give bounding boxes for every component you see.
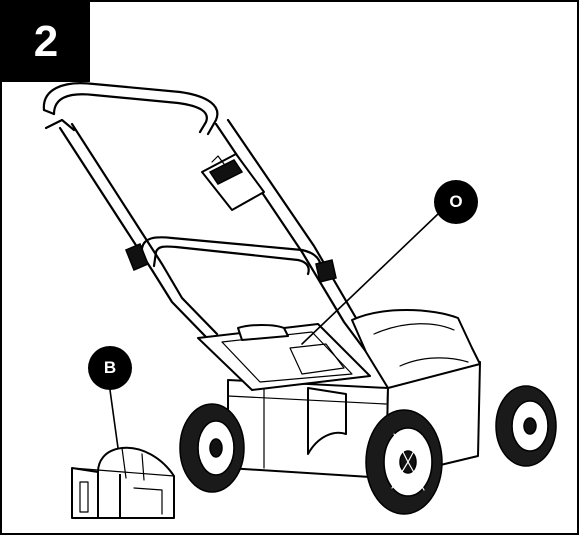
handle-knobs bbox=[125, 243, 337, 283]
step-number: 2 bbox=[33, 17, 59, 66]
left-handle-tube bbox=[58, 122, 219, 340]
lower-handle-crossbar bbox=[140, 236, 322, 276]
grass-catcher-lid bbox=[197, 323, 371, 391]
callout-o-label: O bbox=[449, 192, 463, 211]
callout-b-label: B bbox=[103, 358, 117, 377]
rear-right-wheel bbox=[495, 385, 557, 467]
callout-o-leader bbox=[301, 213, 439, 345]
front-right-wheel bbox=[365, 409, 443, 515]
handle-bar bbox=[42, 82, 219, 136]
mower-deck bbox=[227, 309, 481, 479]
callout-o-marker: O bbox=[434, 180, 478, 224]
front-left-wheel bbox=[179, 403, 245, 493]
switch-box bbox=[201, 153, 265, 211]
part-b-key bbox=[71, 446, 175, 519]
callout-b-leader bbox=[109, 389, 119, 449]
step-number-badge: 2 bbox=[2, 2, 90, 82]
callout-b-marker: B bbox=[88, 346, 132, 390]
